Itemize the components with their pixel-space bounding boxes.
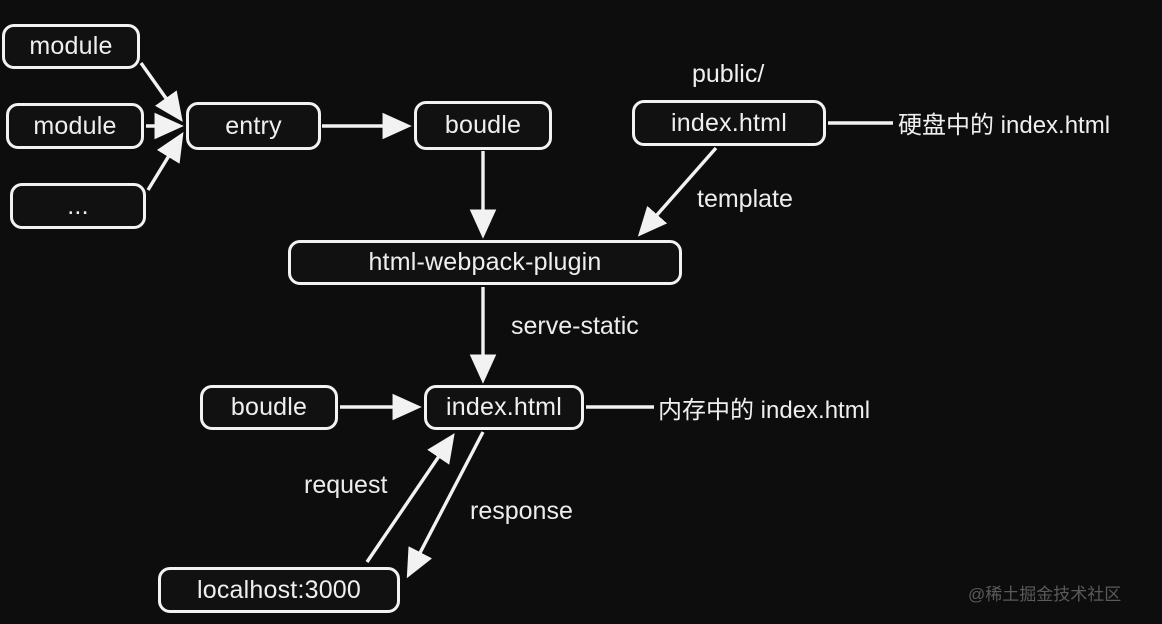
node-label: index.html [671,108,787,137]
caption-memory-index-html: 内存中的 index.html [658,397,871,424]
node-label: module [33,111,117,140]
node-module-2[interactable]: module [6,103,144,149]
edge-label-request: request [304,471,388,499]
node-label: index.html [446,393,562,421]
edge-label-serve-static: serve-static [511,312,639,340]
node-label: html-webpack-plugin [368,248,602,276]
node-label: module [29,32,113,60]
node-index-html-memory[interactable]: index.html [424,385,584,430]
node-ellipsis[interactable]: ... [10,183,146,229]
node-boudle-bottom[interactable]: boudle [200,385,338,430]
edge-module1-entry [139,62,183,122]
node-label: boudle [230,393,308,421]
node-label: entry [225,111,282,140]
node-label: localhost:3000 [196,575,362,604]
node-module-1[interactable]: module [2,24,140,69]
edge-label-template: template [697,185,793,213]
annotation-public-folder: public/ [692,60,765,88]
node-localhost-3000[interactable]: localhost:3000 [158,567,400,613]
node-label: ... [67,191,89,220]
node-label: boudle [444,111,522,139]
watermark: @稀土掘金技术社区 [968,585,1122,604]
edge-label-response: response [470,497,573,525]
node-html-webpack-plugin[interactable]: html-webpack-plugin [288,240,682,285]
caption-disk-index-html: 硬盘中的 index.html [898,112,1111,139]
edge-ellipsis-entry [146,131,184,191]
node-boudle-top[interactable]: boudle [414,101,552,150]
node-entry[interactable]: entry [186,102,321,150]
node-index-html-disk[interactable]: index.html [632,100,826,146]
